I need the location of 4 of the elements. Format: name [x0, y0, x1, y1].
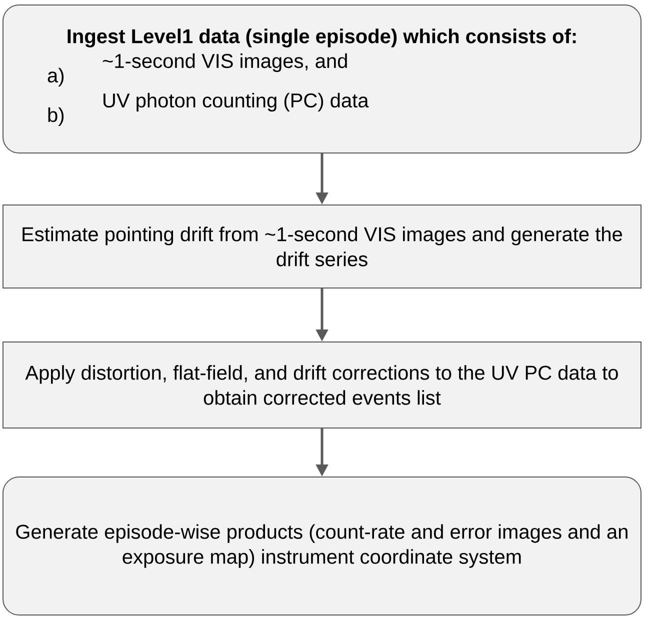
process-box: Apply distortion, flat-field, and drift corrections to the UV PC data to obtain corrected events list: [2, 342, 642, 428]
start-end-box: Ingest Level1 data (single episode) which consists of: a) ~1-second VIS images, and b) UV photon counting (PC) data: [2, 4, 642, 154]
start-end-box: Generate episode-wise products (count-rate and error images and an exposure map) instrument coordinate system: [2, 476, 642, 616]
process-box: Estimate pointing drift from ~1-second VIS images and generate the drift series: [2, 204, 642, 288]
